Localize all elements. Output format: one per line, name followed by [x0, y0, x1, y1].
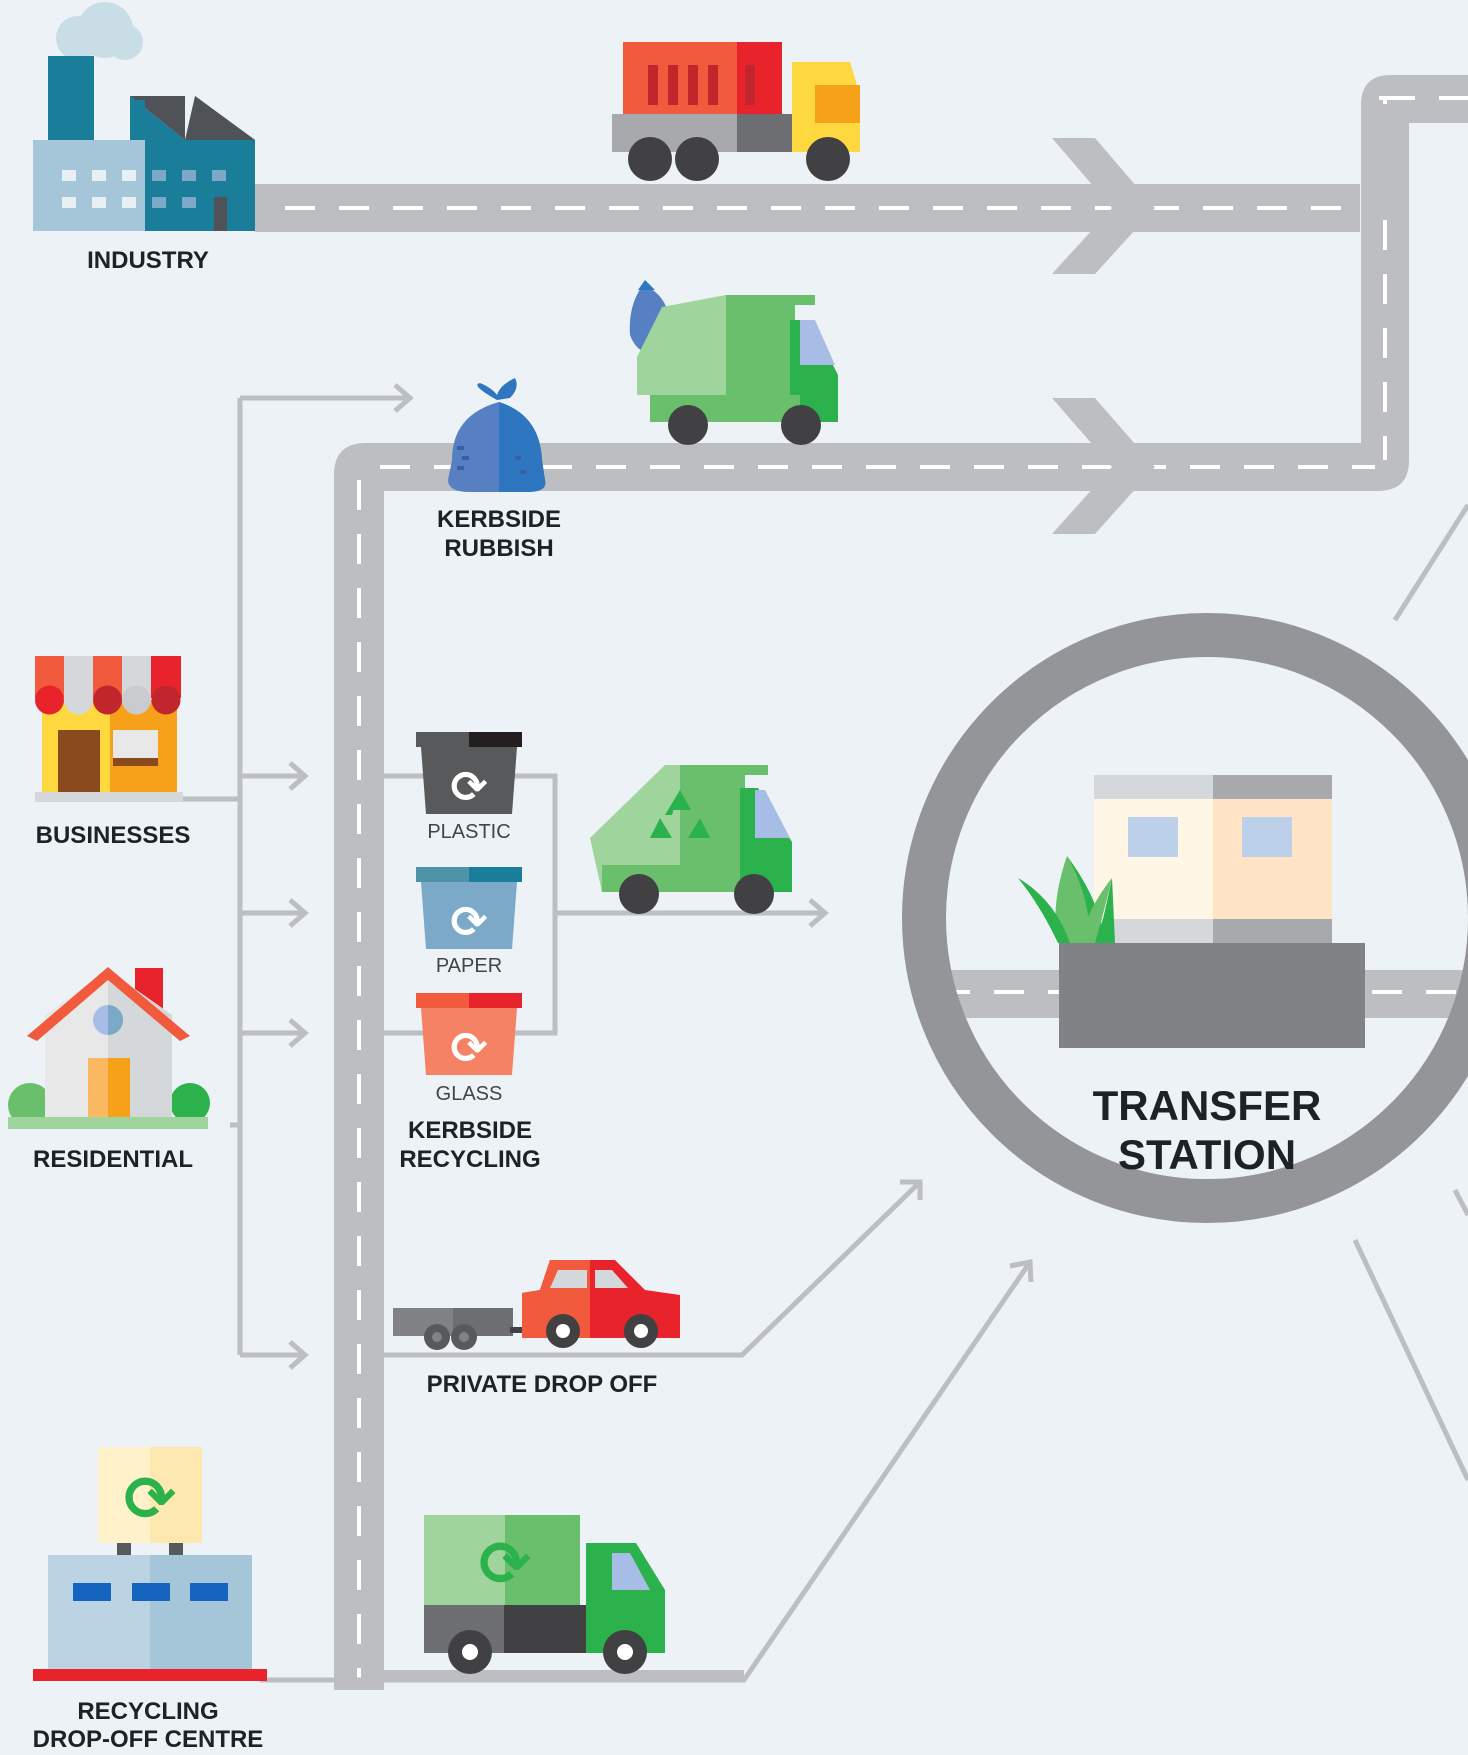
- rubbish-truck-icon: [629, 280, 838, 445]
- recycling-centre-truck-icon: ⟳: [424, 1515, 665, 1674]
- label-glass: GLASS: [436, 1083, 503, 1105]
- svg-text:⟳: ⟳: [479, 1527, 531, 1600]
- rubbish-bag-icon: [448, 378, 546, 492]
- label-kerbside-recycling-2: RECYCLING: [399, 1146, 540, 1173]
- paper-bin-icon: ⟳: [416, 867, 522, 949]
- label-residential: RESIDENTIAL: [33, 1146, 193, 1173]
- label-kerbside-rubbish-2: RUBBISH: [444, 535, 553, 562]
- industrial-truck-icon: [612, 42, 860, 181]
- label-transfer-station-2: STATION: [1118, 1131, 1296, 1178]
- svg-text:⟳: ⟳: [451, 897, 488, 948]
- plastic-bin-icon: ⟳: [416, 732, 522, 814]
- car-trailer-icon: [393, 1260, 680, 1350]
- label-kerbside-recycling-1: KERBSIDE: [408, 1117, 532, 1144]
- recycling-centre-icon: ⟳: [33, 1447, 267, 1681]
- glass-bin-icon: ⟳: [416, 993, 522, 1075]
- label-transfer-station-1: TRANSFER: [1093, 1082, 1322, 1129]
- label-recycling-centre-2: DROP-OFF CENTRE: [33, 1726, 264, 1753]
- industry-icon: [33, 2, 255, 231]
- house-icon: [8, 967, 210, 1129]
- label-kerbside-rubbish-1: KERBSIDE: [437, 506, 561, 533]
- label-plastic: PLASTIC: [427, 821, 510, 843]
- svg-text:⟳: ⟳: [451, 1023, 488, 1074]
- label-businesses: BUSINESSES: [36, 822, 191, 849]
- svg-text:⟳: ⟳: [451, 762, 488, 813]
- label-recycling-centre-1: RECYCLING: [77, 1698, 218, 1725]
- label-private-drop-off: PRIVATE DROP OFF: [427, 1371, 658, 1398]
- svg-text:⟳: ⟳: [124, 1462, 176, 1535]
- label-paper: PAPER: [436, 955, 502, 977]
- label-industry: INDUSTRY: [87, 247, 209, 274]
- recycling-truck-icon: [590, 765, 792, 914]
- shop-icon: [35, 656, 183, 802]
- flow-lines: [180, 383, 1468, 1683]
- plant-icon: [1018, 856, 1115, 943]
- transfer-station: [902, 613, 1468, 1223]
